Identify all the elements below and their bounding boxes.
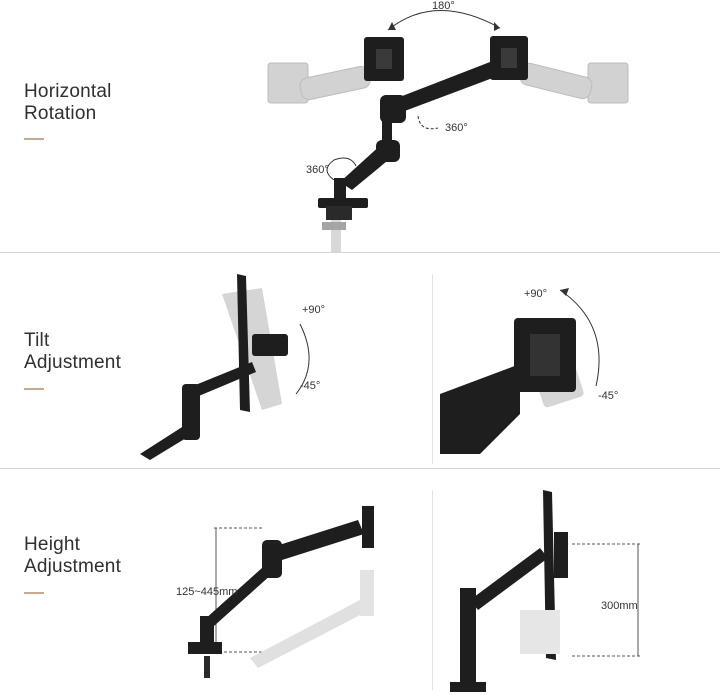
title-line-2: Adjustment bbox=[24, 352, 122, 373]
section-title: Height Adjustment bbox=[24, 534, 121, 578]
section-title: Horizontal Rotation bbox=[24, 81, 112, 125]
vertical-divider bbox=[432, 490, 433, 690]
height-illustrations bbox=[188, 490, 640, 692]
label-base-angle: 360° bbox=[306, 164, 329, 176]
label-left-down: -45° bbox=[300, 380, 321, 392]
section-height-adjustment: Height Adjustment 125~445mm 300mm bbox=[0, 470, 720, 698]
section-tilt-adjustment: Tilt Adjustment +90° -45° +90° -45° bbox=[0, 254, 720, 468]
section-horizontal-rotation: Horizontal Rotation bbox=[0, 0, 720, 252]
title-accent-bar bbox=[24, 138, 44, 140]
section-title: Tilt Adjustment bbox=[24, 330, 121, 374]
title-line-2: Rotation bbox=[24, 103, 97, 124]
tilt-illustrations bbox=[140, 274, 600, 460]
label-left-range: 125~445mm bbox=[176, 586, 238, 598]
vertical-divider bbox=[432, 274, 433, 464]
label-elbow-angle: 360° bbox=[445, 122, 468, 134]
title-line-1: Horizontal bbox=[24, 81, 112, 102]
label-right-up: +90° bbox=[524, 288, 548, 300]
title-accent-bar bbox=[24, 592, 44, 594]
title-accent-bar bbox=[24, 388, 44, 390]
section-divider bbox=[0, 252, 720, 253]
label-left-up: +90° bbox=[302, 304, 326, 316]
label-top-angle: 180° bbox=[432, 0, 455, 12]
label-right-range: 300mm bbox=[601, 600, 638, 612]
title-line-2: Adjustment bbox=[24, 556, 122, 577]
section-divider bbox=[0, 468, 720, 469]
dual-arm-illustration bbox=[267, 10, 629, 252]
title-line-1: Height bbox=[24, 534, 81, 555]
label-right-down: -45° bbox=[598, 390, 619, 402]
title-line-1: Tilt bbox=[24, 330, 50, 351]
